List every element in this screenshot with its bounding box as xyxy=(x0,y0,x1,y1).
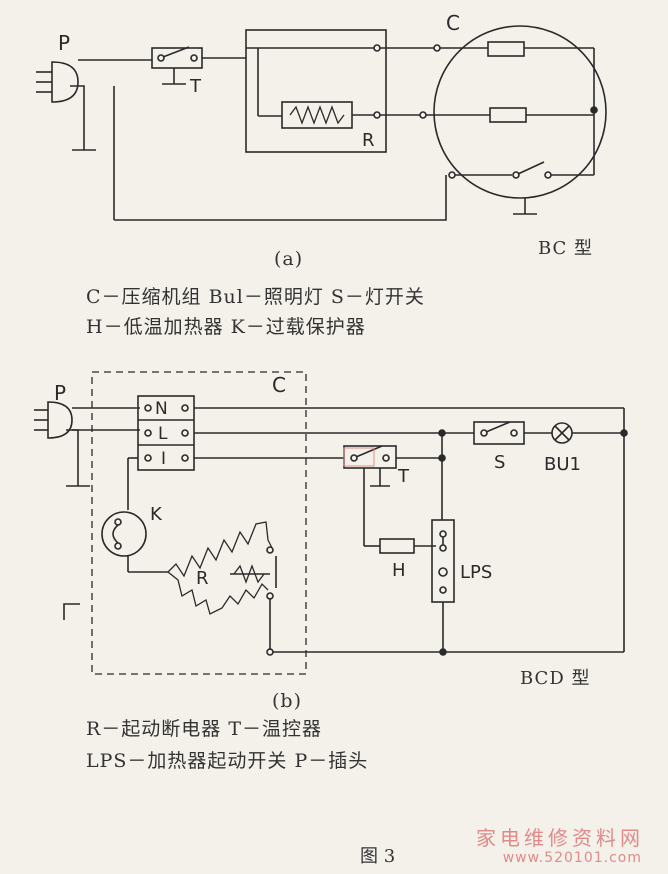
compressor-a xyxy=(433,25,607,199)
legend-b-line2: LPS－加热器起动开关 P－插头 xyxy=(86,750,369,772)
legend-b-line1: R－起动断电器 T－温控器 xyxy=(86,718,323,740)
diagram-labels: P T C R P C N L I K R T S BU1 H LPS xyxy=(54,11,581,589)
start-relay-r xyxy=(167,521,273,578)
label-b-lps: LPS xyxy=(460,562,492,583)
label-b-bu1: BU1 xyxy=(544,454,581,475)
heater-start-switch-lps xyxy=(431,519,455,603)
type-label-b: BCD 型 xyxy=(520,668,591,689)
diagram-b xyxy=(34,371,628,675)
overload-protector-k xyxy=(101,511,147,557)
plug-b xyxy=(47,401,73,439)
label-b-t: T xyxy=(397,466,410,487)
legend-a-line1: C－压缩机组 Bul－照明灯 S－灯开关 xyxy=(86,286,425,308)
diagram-a xyxy=(36,25,607,221)
subcaption-a: (a) xyxy=(274,248,304,270)
watermark-text: 家电维修资料网 xyxy=(476,826,644,850)
label-b-k: K xyxy=(150,504,163,525)
plug-a xyxy=(51,61,79,103)
compressor-box-b xyxy=(91,371,307,675)
label-b-p: P xyxy=(54,381,66,405)
relay-box-a xyxy=(245,29,387,153)
heater-h xyxy=(379,538,415,554)
label-a-t: T xyxy=(189,76,202,97)
legend-a-line2: H－低温加热器 K－过载保护器 xyxy=(86,316,366,338)
label-a-p: P xyxy=(58,31,70,55)
label-b-s: S xyxy=(494,452,505,473)
label-b-c: C xyxy=(272,373,286,397)
watermark-url: www.520101.com xyxy=(502,850,642,866)
label-a-r: R xyxy=(362,130,375,151)
label-a-c: C xyxy=(446,11,460,35)
figure-caption: 图 3 xyxy=(360,846,396,867)
terminal-i: I xyxy=(161,449,166,469)
terminal-l: L xyxy=(158,424,168,444)
label-b-h: H xyxy=(392,560,406,581)
terminal-n: N xyxy=(155,399,168,419)
label-b-r: R xyxy=(196,568,209,589)
subcaption-b: (b) xyxy=(272,690,302,712)
type-label-a: BC 型 xyxy=(538,238,594,259)
